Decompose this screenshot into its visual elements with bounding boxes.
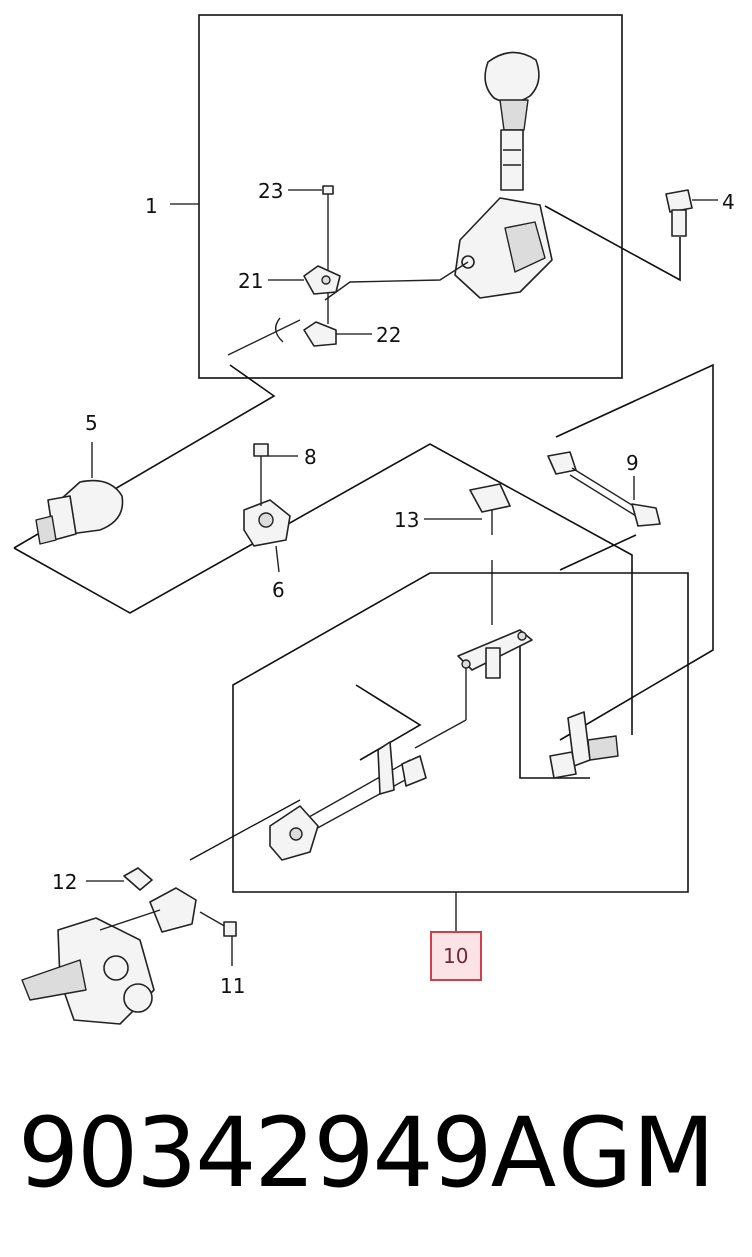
highlighted-callout-box[interactable] [430, 931, 482, 981]
callout-4: 4 [722, 190, 735, 214]
clip-12 [86, 867, 153, 891]
callout-6: 6 [272, 578, 285, 602]
callout-12: 12 [52, 870, 77, 894]
frame-line [189, 799, 301, 861]
callout-8: 8 [304, 445, 317, 469]
link-rod-9 [547, 451, 661, 527]
selector-housing [21, 887, 197, 1025]
callout-5: 5 [85, 411, 98, 435]
clip-21 [303, 265, 341, 295]
bolt-8 [253, 443, 298, 506]
frame-shift-linkage [232, 572, 689, 893]
callout-11: 11 [220, 974, 245, 998]
callout-1: 1 [145, 194, 158, 218]
frame-line [519, 640, 590, 779]
frame-line [559, 534, 637, 571]
bolt-23 [322, 185, 334, 270]
callout-13: 13 [394, 508, 419, 532]
bolt-4 [665, 189, 693, 237]
shift-cable [227, 261, 469, 356]
shift-linkage-10 [269, 629, 619, 861]
frame-line [544, 205, 681, 282]
bolt-11 [199, 911, 237, 966]
brand-name: GM [558, 1097, 716, 1209]
frame-line [13, 443, 633, 735]
frame-gear-shift-assembly [198, 14, 623, 379]
callout-21: 21 [238, 269, 263, 293]
part-number: 90342949A [18, 1097, 556, 1209]
callout-10: 10 [443, 944, 468, 968]
frame-line [555, 363, 714, 741]
gear-shift-lever [454, 51, 553, 299]
boot-5 [35, 442, 124, 545]
clip-22 [303, 292, 337, 347]
callout-9: 9 [626, 451, 639, 475]
callout-23: 23 [258, 179, 283, 203]
pin-13 [469, 483, 511, 625]
bracket-6 [243, 499, 291, 573]
callout-22: 22 [376, 323, 401, 347]
part-footer: 90342949A GM [18, 1098, 738, 1208]
